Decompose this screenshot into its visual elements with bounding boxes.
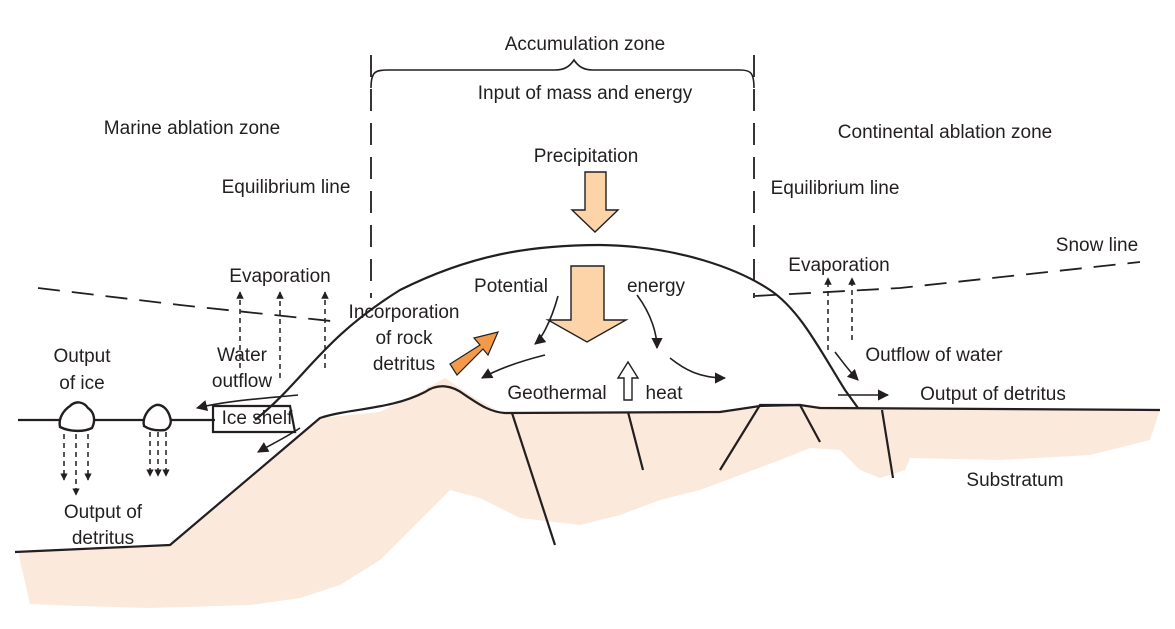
output-ice-label-line1: Output [53, 346, 111, 367]
flow-arrow-right [636, 294, 663, 350]
geothermal-label: Geothermal [507, 383, 606, 404]
continental-ablation-zone-label: Continental ablation zone [838, 122, 1052, 143]
fault-3 [880, 409, 895, 479]
precipitation-arrow [570, 171, 620, 233]
equilibrium-line-right-label: Equilibrium line [771, 178, 900, 199]
incorporation-arrow [449, 331, 500, 376]
energy-label: energy [627, 276, 686, 297]
precipitation-label: Precipitation [534, 146, 639, 167]
output-of-detritus-right-label: Output of detritus [920, 384, 1066, 405]
substratum-label: Substratum [966, 470, 1063, 491]
flow-arrow-left [534, 295, 559, 345]
water-outflow-arrow [195, 394, 299, 412]
heat-label: heat [646, 383, 684, 404]
substratum-fill [18, 378, 1160, 608]
potential-label: Potential [474, 276, 548, 297]
marine-ablation-zone-label: Marine ablation zone [104, 118, 280, 139]
incorporation-label-line2: of rock [375, 328, 433, 349]
incorporation-label-line1: Incorporation [349, 302, 460, 323]
iceberg-1 [58, 401, 96, 433]
output-ice-label-line2: of ice [59, 373, 104, 394]
outflow-of-water-label: Outflow of water [865, 345, 1003, 366]
flow-arrow-lower-right [669, 357, 727, 384]
fault-block [719, 403, 821, 471]
geothermal-heat-arrow [616, 360, 640, 401]
fault-2 [626, 411, 645, 471]
iceberg-2 [142, 403, 172, 432]
output-detritus-left-label-line1: Output of [64, 502, 143, 523]
fault-1 [510, 412, 557, 546]
evaporation-right-label: Evaporation [788, 255, 889, 276]
snow-line-right [754, 261, 1141, 297]
flow-arrow-lower-left [481, 354, 546, 379]
ice-shelf-label: Ice shelf [222, 408, 293, 429]
ice-flow-arrow [257, 427, 301, 453]
bedrock-surface [14, 385, 1161, 554]
potential-energy-arrow [545, 265, 629, 343]
evaporation-left-label: Evaporation [229, 266, 330, 287]
incorporation-label-line3: detritus [373, 354, 435, 375]
accumulation-brace [370, 58, 755, 89]
snow-line [37, 287, 341, 323]
ice-sheet-surface [254, 243, 859, 421]
snow-line-label: Snow line [1056, 235, 1138, 256]
water-outflow-label-line2: outflow [212, 371, 272, 392]
output-detritus-left-label-line2: detritus [72, 528, 134, 549]
outflow-water-arrow [834, 351, 859, 381]
equilibrium-line-left-label: Equilibrium line [222, 177, 351, 198]
accumulation-zone-label: Accumulation zone [505, 34, 666, 55]
water-outflow-label-line1: Water [217, 345, 268, 366]
input-mass-energy-label: Input of mass and energy [478, 83, 693, 104]
